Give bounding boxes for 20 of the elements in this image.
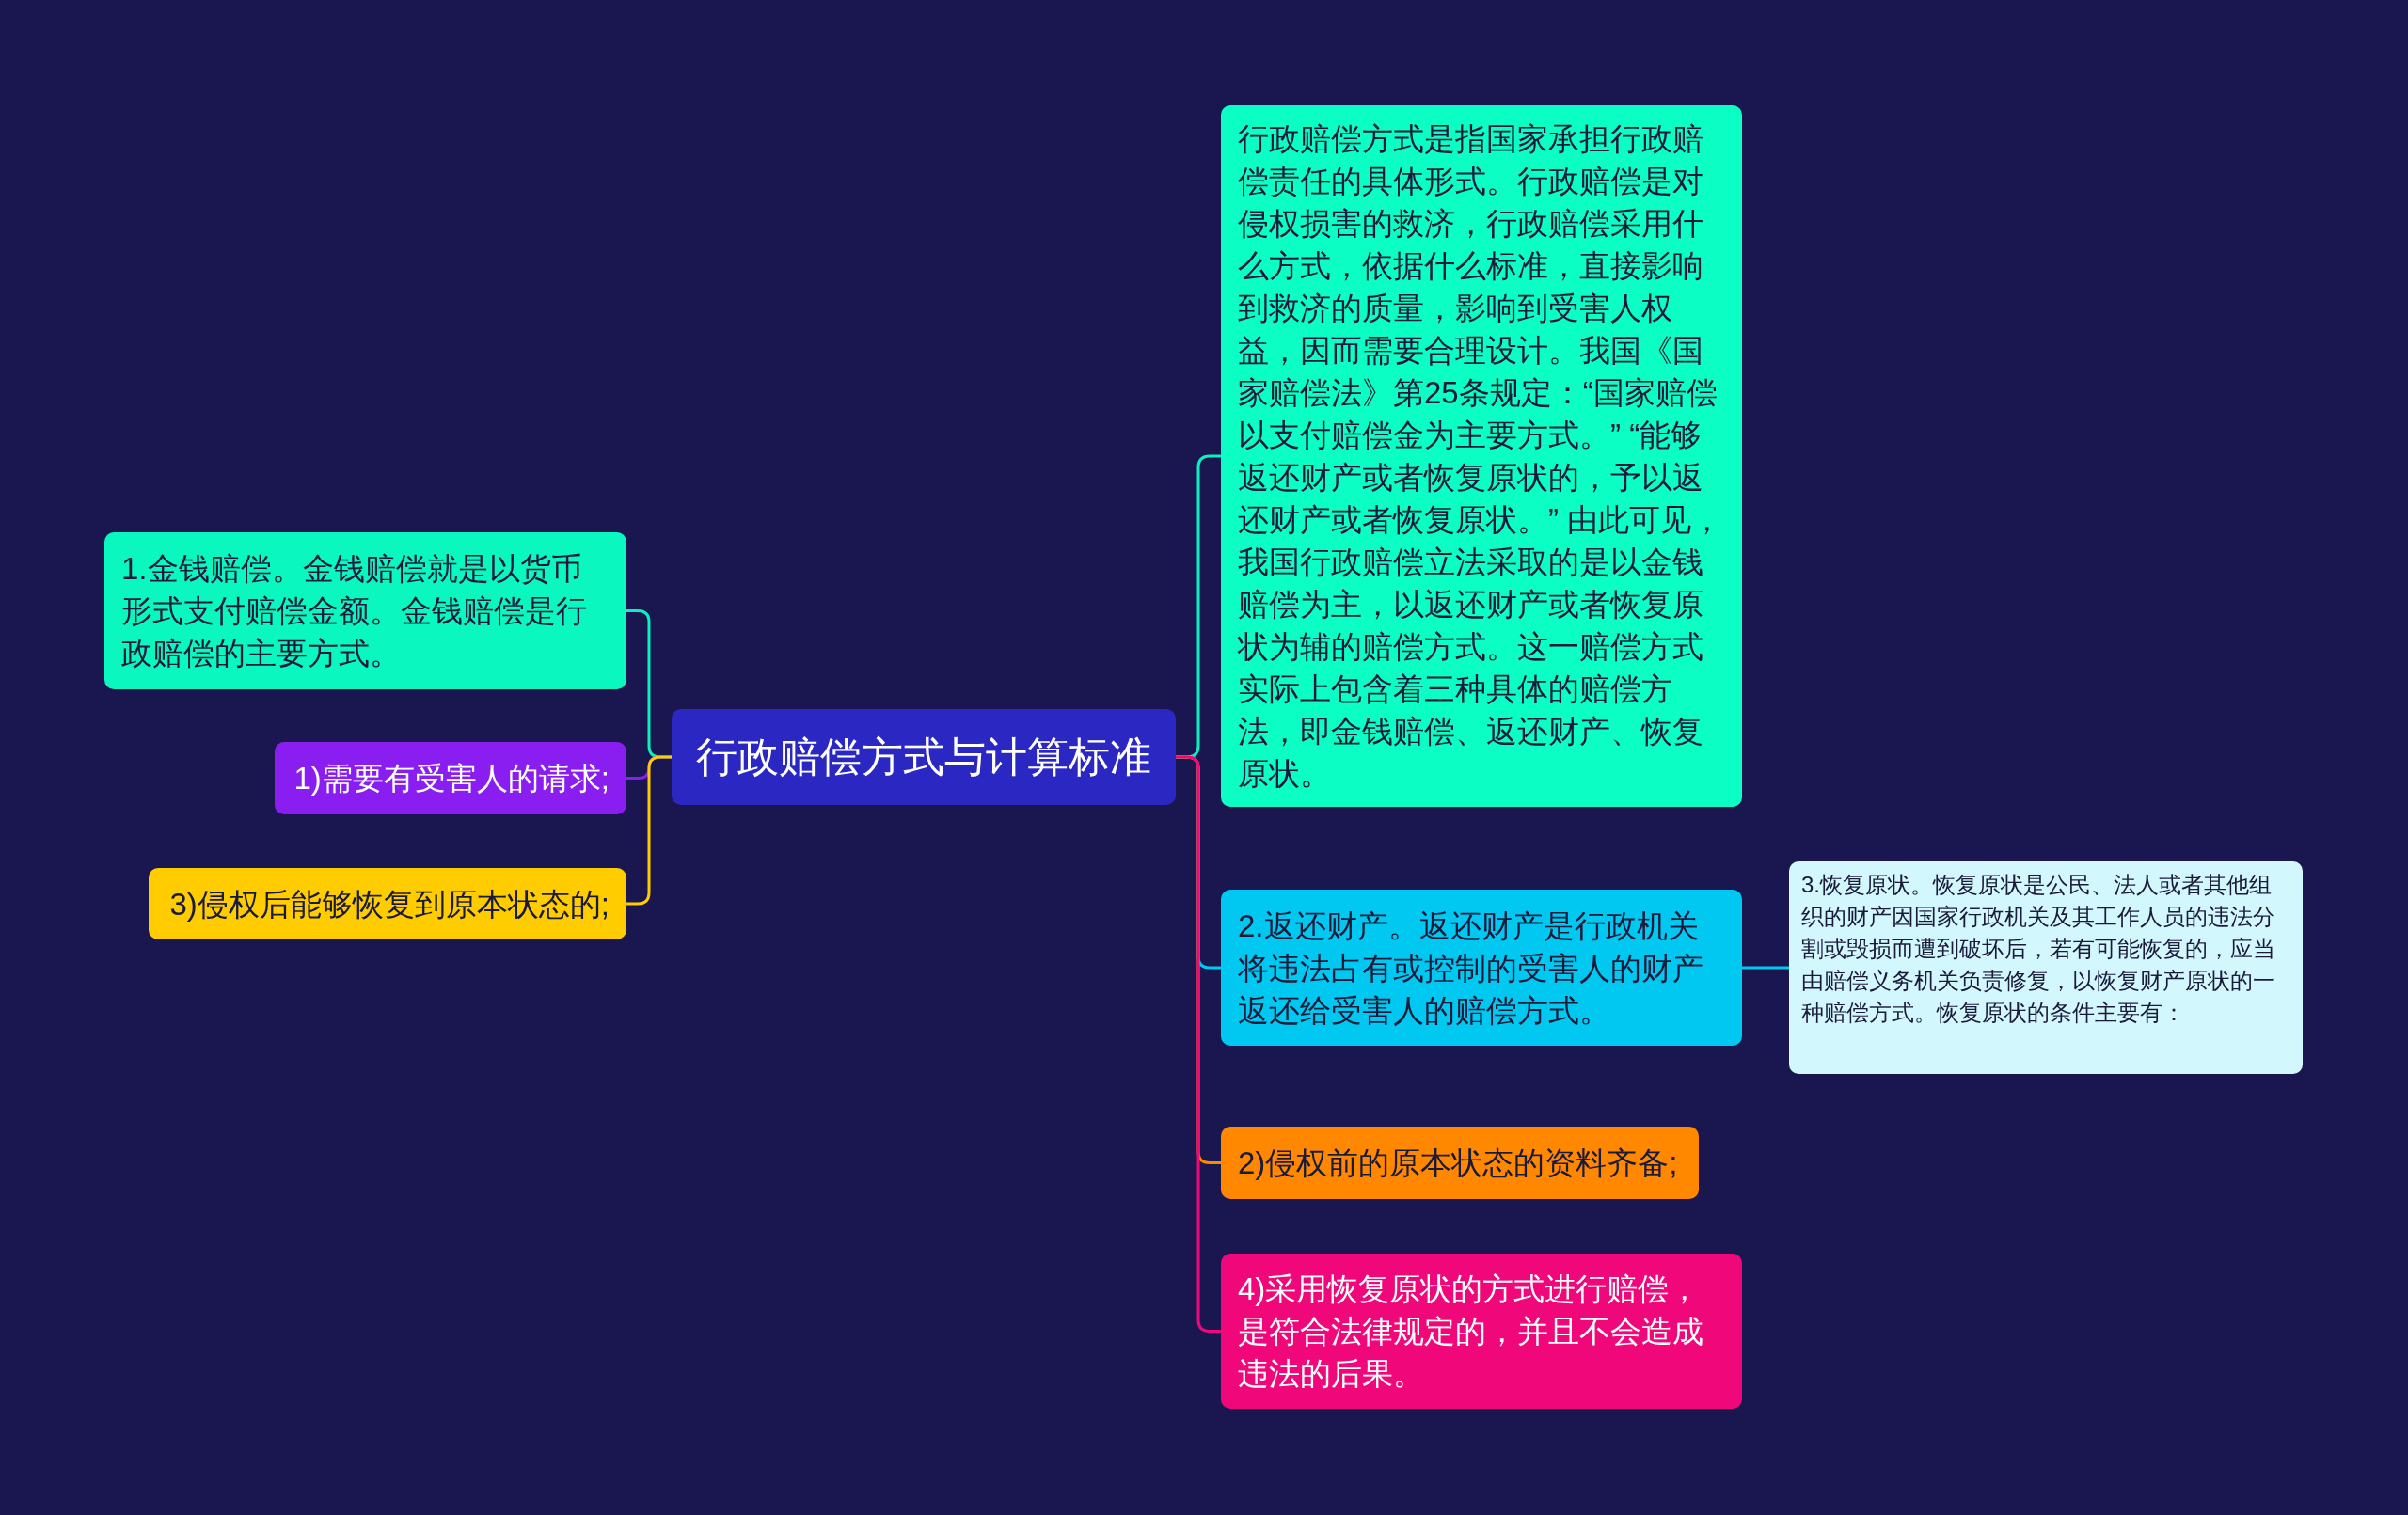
- topic-box: [275, 742, 626, 814]
- topic-text: 行政赔偿方式是指国家承担行政赔偿责任的具体形式。行政赔偿是对侵权损害的救济，行政赔偿采用什么方式，依据什么标准，直接影响到救济的质量，影响到受害人权益，因而需要合理设计。我国《国家赔偿法》第25条规定：“国家赔偿以支付赔偿金为主要方式。” “能够返还财产或者恢复原状的，予以返还财产或者恢复原状。” 由此可见，我国行政赔偿立法采取的是以金钱赔偿为主，以返还财产或者恢复原状为辅的赔偿方式。这一赔偿方式实际上包含着三种具体的赔偿方法，即金钱赔偿、返还财产、恢复原状。: [1238, 120, 1724, 793]
- connector-line: [626, 755, 672, 906]
- topic-box: [104, 532, 626, 689]
- topic-text: 行政赔偿方式与计算标准: [696, 733, 1151, 781]
- topic-text: 4)采用恢复原状的方式进行赔偿，是符合法律规定的，并且不会造成违法的后果。: [1238, 1270, 1704, 1393]
- connector-line: [1176, 755, 1221, 1333]
- topic-box: [149, 868, 626, 939]
- topic-box: [1221, 1127, 1699, 1199]
- topic-text: 1.金钱赔偿。金钱赔偿就是以货币形式支付赔偿金额。金钱赔偿是行政赔偿的主要方式。: [121, 550, 588, 672]
- central-topic-box: [672, 709, 1176, 805]
- topic-text: 3.恢复原状。恢复原状是公民、法人或者其他组织的财产因国家行政机关及其工作人员的违法分割或毁损而遭到破坏后，若有可能恢复的，应当由赔偿义务机关负责修复，以恢复财产原状的一种赔偿方式。恢复原状的条件主要有：: [1801, 871, 2276, 1027]
- topic-text: 2)侵权前的原本状态的资料齐备;: [1238, 1144, 1678, 1182]
- connector-line: [1742, 966, 1789, 970]
- topic-box: [1789, 861, 2303, 1074]
- topic-box: [1221, 1254, 1742, 1409]
- topic-text: 3)侵权后能够恢复到原本状态的;: [169, 885, 610, 923]
- topic-text: 2.返还财产。返还财产是行政机关将违法占有或控制的受害人的财产返还给受害人的赔偿方式。: [1238, 907, 1704, 1030]
- topic-text: 1)需要有受害人的请求;: [293, 760, 610, 797]
- topic-box: [1221, 890, 1742, 1046]
